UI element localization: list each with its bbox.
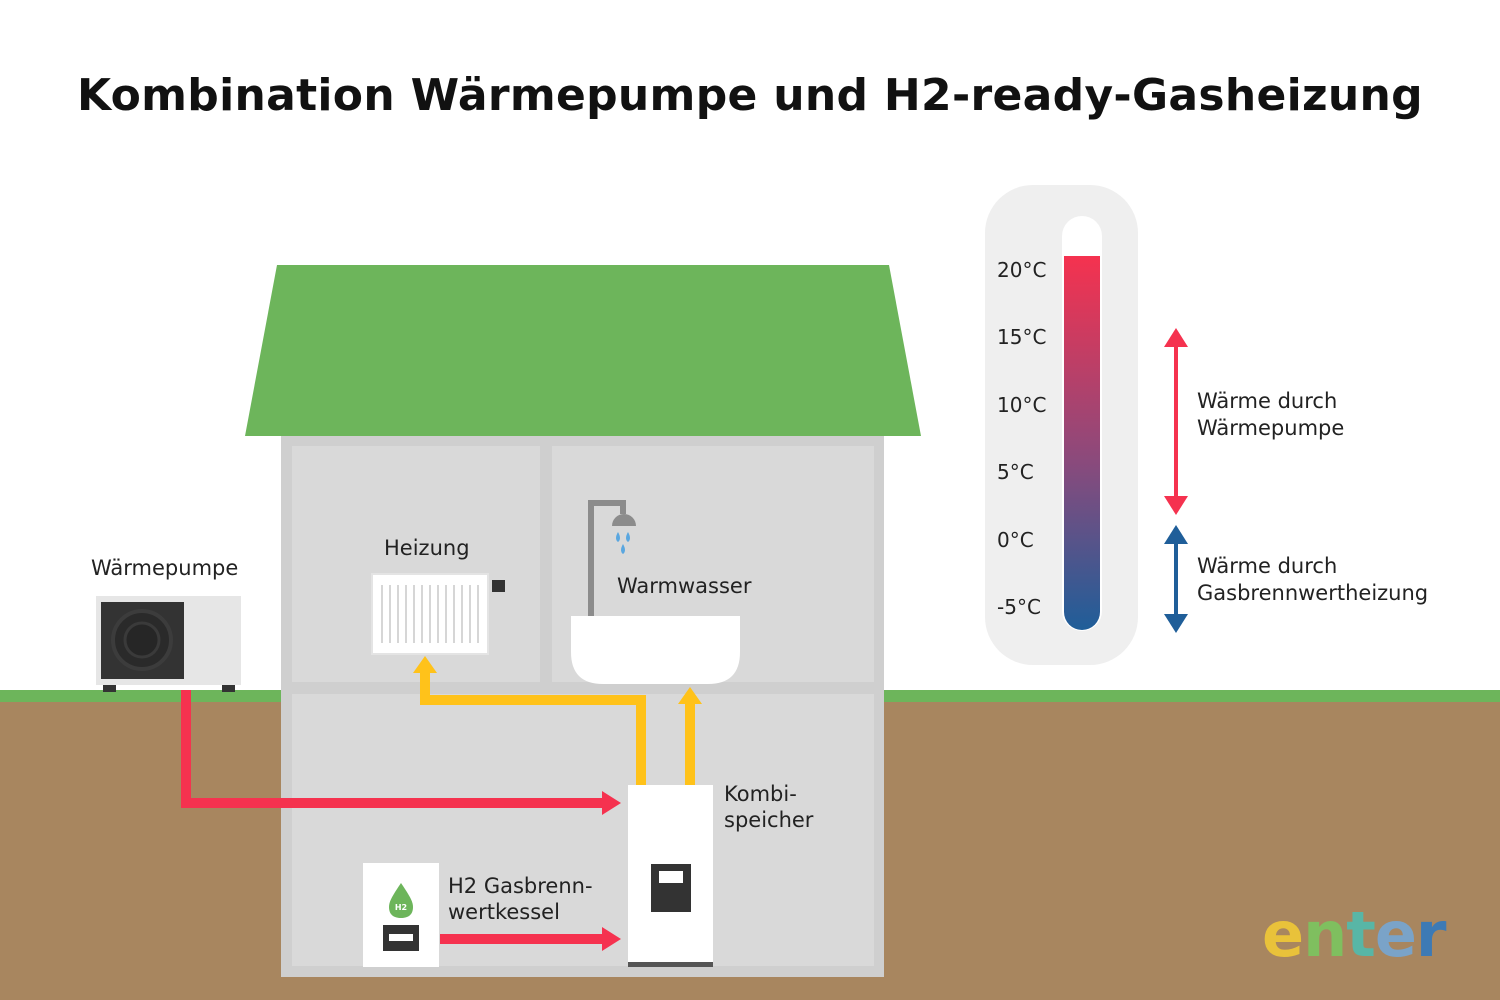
range-arrow-gas [1164,525,1188,633]
arrow-head-icon [1164,496,1188,515]
shower-head-icon [612,514,636,526]
arrow-head-icon [1164,328,1188,347]
h2-drop-icon [389,883,413,918]
thermometer-tick: 5°C [997,460,1034,484]
logo-letter: e [1262,898,1304,971]
thermometer-tick: 0°C [997,528,1034,552]
heat-pump-unit [96,596,241,692]
pipe-boiler-to-storage [440,927,621,951]
roof [245,265,921,436]
radiator-fins [381,585,479,643]
thermometer-tick: 15°C [997,325,1047,349]
shower-pipe [620,500,626,514]
shower-pole [588,500,594,616]
label-heat-pump: Wärmepumpe [91,556,239,580]
logo-letter: r [1415,898,1447,971]
pipe-storage-to-radiator [413,656,646,785]
arrow-head-icon [1164,614,1188,633]
thermometer-card [985,185,1138,665]
storage-display [659,871,683,883]
thermometer [985,185,1138,665]
wash-basin [571,616,740,684]
page-title: Kombination Wärmepumpe und H2-ready-Gash… [77,70,1423,121]
thermometer-tick: 20°C [997,258,1047,282]
shower [588,500,636,616]
label-storage-line1: Kombi- [724,782,797,806]
water-drop-icon [626,532,630,542]
pipe-heat-pump-to-storage [181,690,621,815]
label-hot-water: Warmwasser [617,574,752,598]
logo-letter: t [1346,898,1376,971]
combi-storage-tank [628,785,713,967]
legend-heat-pump-line2: Wärmepumpe [1197,416,1345,440]
arrow-head-icon [602,791,621,815]
arrow-head-icon [602,927,621,951]
h2-badge-text: H2 [395,903,407,912]
label-heating: Heizung [384,536,470,560]
radiator [371,573,505,655]
shower-arm [588,500,626,506]
label-boiler-line1: H2 Gasbrenn- [448,874,593,898]
arrow-head-icon [678,687,702,704]
thermometer-fill [1064,256,1100,630]
thermometer-tick: 10°C [997,393,1047,417]
h2-boiler: H2 [363,863,439,967]
label-storage-line2: speicher [724,808,814,832]
pipe-storage-to-basin [678,687,702,785]
water-drop-icon [616,532,620,542]
logo-letter: n [1303,898,1347,971]
legend-heat-pump-line1: Wärme durch [1197,389,1338,413]
thermometer-tick: -5°C [997,595,1041,619]
logo-letter: e [1374,898,1417,971]
range-arrow-heat-pump [1164,328,1188,515]
arrow-head-icon [413,656,437,673]
label-boiler-line2: wertkessel [448,900,560,924]
heat-pump-foot-left [103,684,116,692]
legend-gas-line1: Wärme durch [1197,554,1338,578]
legend-gas-line2: Gasbrennwertheizung [1197,581,1429,605]
radiator-valve [492,580,505,592]
boiler-display [389,934,413,941]
storage-base [628,962,713,967]
enter-logo: enter [1262,898,1447,971]
arrow-head-icon [1164,525,1188,544]
water-drop-icon [621,544,625,554]
heat-pump-foot-right [222,684,235,692]
